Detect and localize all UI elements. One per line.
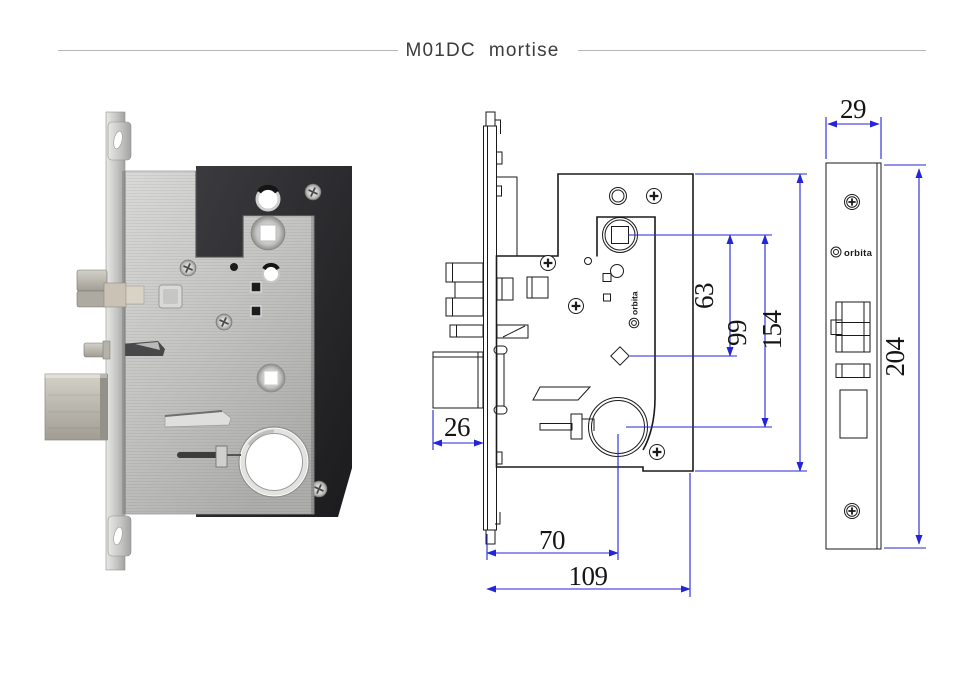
front-view-dimensions [825, 117, 926, 549]
side-view-drawing: orbita 26 70 109 63 99 154 [432, 111, 807, 597]
page-title: M01DC mortise [0, 40, 965, 62]
front-deadbolt-cutout [839, 389, 868, 439]
photo-square-hole [250, 281, 262, 293]
drawing-mechanism [432, 187, 666, 461]
photo-square-hole [250, 305, 262, 317]
dim-label-hub-to-cylinder: 99 [722, 320, 752, 346]
dim-label-case-depth: 109 [569, 561, 608, 591]
drawing-inner-plate-outline [596, 216, 656, 451]
orbita-logo-text: orbita [844, 248, 873, 259]
dim-label-faceplate-height: 204 [880, 337, 910, 377]
orbita-logo-vertical: orbita [628, 291, 640, 329]
photo-deadbolt [44, 373, 108, 441]
orbita-logo-horizontal: orbita [830, 246, 873, 259]
front-view-drawing: orbita 29 204 [825, 94, 926, 550]
dim-label-deadbolt-throw: 26 [444, 412, 470, 442]
photo-screw-icon [215, 313, 233, 331]
side-view-dimensions [432, 173, 807, 597]
front-latch-cutout [830, 301, 871, 353]
photo-lever-rod [177, 452, 224, 458]
photo-screw-icon [304, 183, 322, 201]
product-photo [44, 111, 352, 571]
dim-label-case-height: 154 [757, 310, 787, 350]
title-rule-left [58, 50, 398, 51]
product-type: mortise [488, 40, 560, 61]
dim-label-faceplate-width: 29 [840, 94, 866, 124]
title-rule-right [578, 50, 926, 51]
model-code: M01DC [405, 40, 476, 61]
drawing-case-outline [495, 173, 694, 472]
photo-screw-icon [179, 259, 197, 277]
orbita-logo-text: orbita [630, 291, 640, 315]
drawing-deadbolt [432, 351, 484, 409]
photo-pin-hole [230, 263, 238, 271]
dim-label-backset: 70 [539, 525, 565, 555]
drawing-faceplate-front [825, 162, 882, 550]
drawing-turn-follower [610, 346, 630, 366]
photo-latch-bolt [76, 269, 108, 292]
dim-label-hub-to-turn: 63 [689, 283, 719, 309]
photo-cylinder-hole [238, 426, 310, 498]
front-aux-cutout [835, 363, 871, 378]
